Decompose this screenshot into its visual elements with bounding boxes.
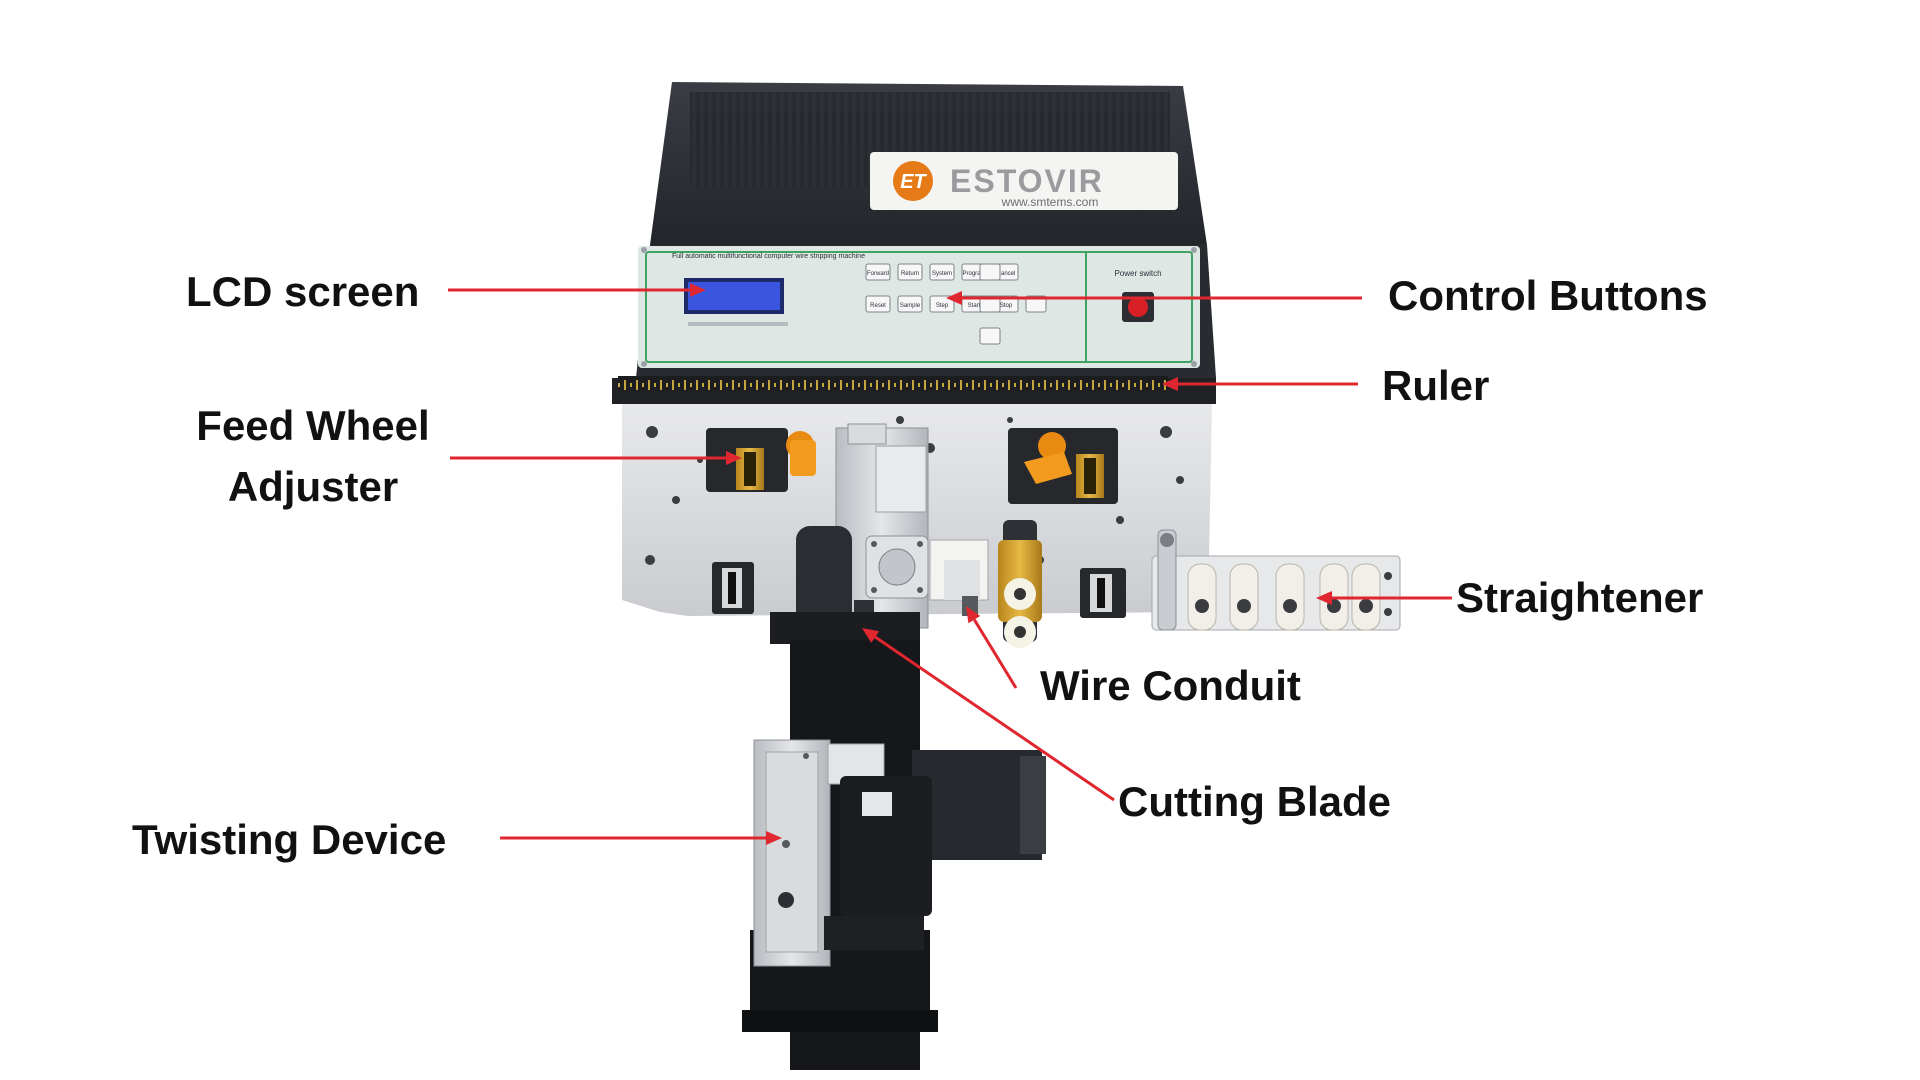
keypad-label: Start: [968, 303, 981, 309]
logo-mark-icon: [893, 161, 933, 201]
keypad-label: Stop: [1000, 303, 1013, 309]
arrow-lcd-screen: [448, 283, 706, 297]
keypad-label: Step: [936, 303, 949, 309]
keypad-button-return[interactable]: Return: [897, 263, 923, 281]
label-lcd-screen: LCD screen: [186, 268, 420, 315]
label-straightener: Straightener: [1456, 574, 1704, 621]
panel-title: Full automatic multifunctional computer …: [672, 253, 865, 260]
keypad-label: Reset: [870, 303, 886, 309]
side-scale-right: [1080, 568, 1126, 618]
label-control-buttons: Control Buttons: [1388, 272, 1708, 319]
brand-name: ESTOVIR: [950, 163, 1104, 199]
arrow-wire-conduit: [966, 606, 1018, 689]
label-wire-conduit: Wire Conduit: [1040, 662, 1301, 709]
label-cutting-blade: Cutting Blade: [1118, 778, 1391, 825]
keypad-button-sample[interactable]: Sample: [897, 295, 923, 313]
label-twisting-device: Twisting Device: [132, 816, 447, 863]
ruler-strip: [618, 376, 1168, 390]
keypad-arrow-0-icon[interactable]: [979, 263, 1001, 281]
label-feed-wheel-line-2: Adjuster: [227, 462, 399, 510]
keypad-arrow-2-icon[interactable]: [1025, 295, 1047, 313]
brand-website: www.smtems.com: [1001, 195, 1099, 209]
arrow-feed-wheel-adjuster: [450, 451, 742, 465]
pinch-roller: [998, 520, 1042, 648]
straightener-roller: [1275, 563, 1305, 631]
label-ruler: Ruler: [1382, 362, 1490, 409]
keypad-label: Return: [901, 271, 919, 277]
power-switch-label: Power switch: [1114, 269, 1161, 278]
feed-wheel-adjuster-right: [1008, 428, 1118, 504]
keypad-button-reset[interactable]: Reset: [865, 295, 891, 313]
keypad-label: Forward: [867, 271, 889, 277]
feed-wheel-adjuster-left: [706, 428, 816, 492]
straightener-roller: [1229, 563, 1259, 631]
annotation-arrows: [448, 283, 1452, 845]
control-panel: Full automatic multifunctional computer …: [638, 246, 1200, 368]
arrow-ruler: [1162, 377, 1358, 391]
keypad-label: System: [932, 271, 952, 277]
straightener-roller: [1187, 563, 1217, 631]
side-scale-left: [712, 562, 754, 614]
arrow-straightener: [1316, 591, 1452, 605]
arrow-twisting-device: [500, 831, 782, 845]
wire-conduit: [929, 539, 989, 616]
label-feed-wheel-line-1: Feed Wheel: [196, 402, 430, 449]
keypad-label: Cancel: [997, 271, 1016, 277]
arrow-cutting-blade: [862, 628, 1115, 802]
label-feed-wheel-adjuster: Feed Wheel Adjuster: [176, 400, 450, 513]
power-switch-icon: [1128, 297, 1148, 317]
keypad-button-forward[interactable]: Forward: [865, 263, 891, 281]
keypad-arrow-1-icon[interactable]: [979, 327, 1001, 345]
keypad-button-step[interactable]: Step: [929, 295, 955, 313]
twisting-device: [753, 739, 1046, 967]
keypad-arrow-3-icon[interactable]: [979, 295, 1001, 313]
keypad-label: Program: [962, 271, 985, 277]
arrow-control-buttons: [946, 291, 1362, 305]
keypad-label: Sample: [900, 303, 921, 309]
keypad-button-system[interactable]: System: [929, 263, 955, 281]
brand-logo-plate: ET ESTOVIR www.smtems.com: [870, 152, 1178, 210]
logo-mark-text: ET: [900, 171, 927, 193]
